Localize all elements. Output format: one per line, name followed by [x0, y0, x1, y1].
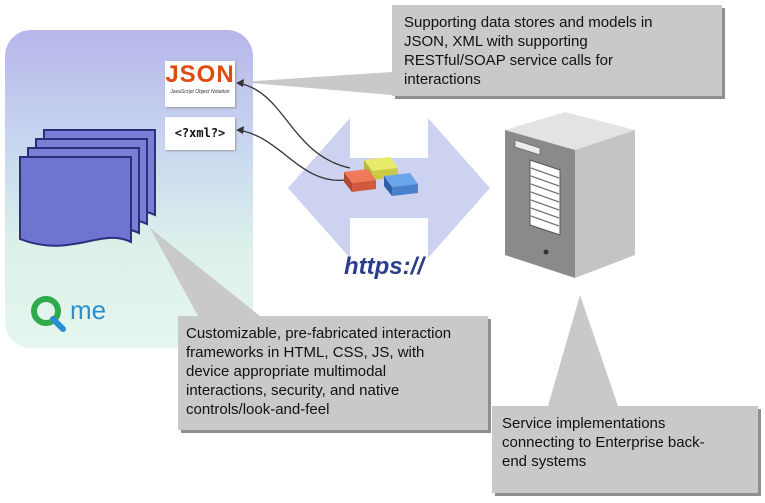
xml-arrow-head: [236, 126, 244, 134]
top-callout-pointer: [240, 72, 392, 95]
json-logo-text: JSON: [165, 61, 235, 88]
callout-service: Service implementations connecting to En…: [492, 406, 758, 493]
brand-text: me: [70, 295, 107, 325]
callout-data-stores-text: Supporting data stores and models in JSO…: [404, 14, 653, 88]
server-icon: [505, 112, 635, 278]
brand-logo: me: [26, 292, 116, 332]
q-logo-icon: [31, 296, 66, 332]
callout-frameworks-text: Customizable, pre-fabricated interaction…: [186, 325, 452, 418]
bottom-callout-pointer: [548, 295, 618, 406]
callout-service-text: Service implementations connecting to En…: [502, 415, 705, 470]
data-blocks-icon: [344, 157, 418, 196]
json-logo: JSON JavaScript Object Notation: [165, 61, 235, 107]
callout-data-stores: Supporting data stores and models in JSO…: [392, 5, 722, 96]
xml-logo: <?xml?>: [165, 117, 235, 150]
protocol-label: https://: [344, 253, 424, 280]
json-arrow-head: [236, 79, 244, 87]
callout-frameworks: Customizable, pre-fabricated interaction…: [178, 316, 488, 430]
json-logo-subtitle: JavaScript Object Notation: [170, 89, 230, 95]
middle-callout-pointer: [150, 228, 260, 316]
connector-lines: [236, 82, 351, 181]
document-stack-icon: [19, 129, 156, 247]
